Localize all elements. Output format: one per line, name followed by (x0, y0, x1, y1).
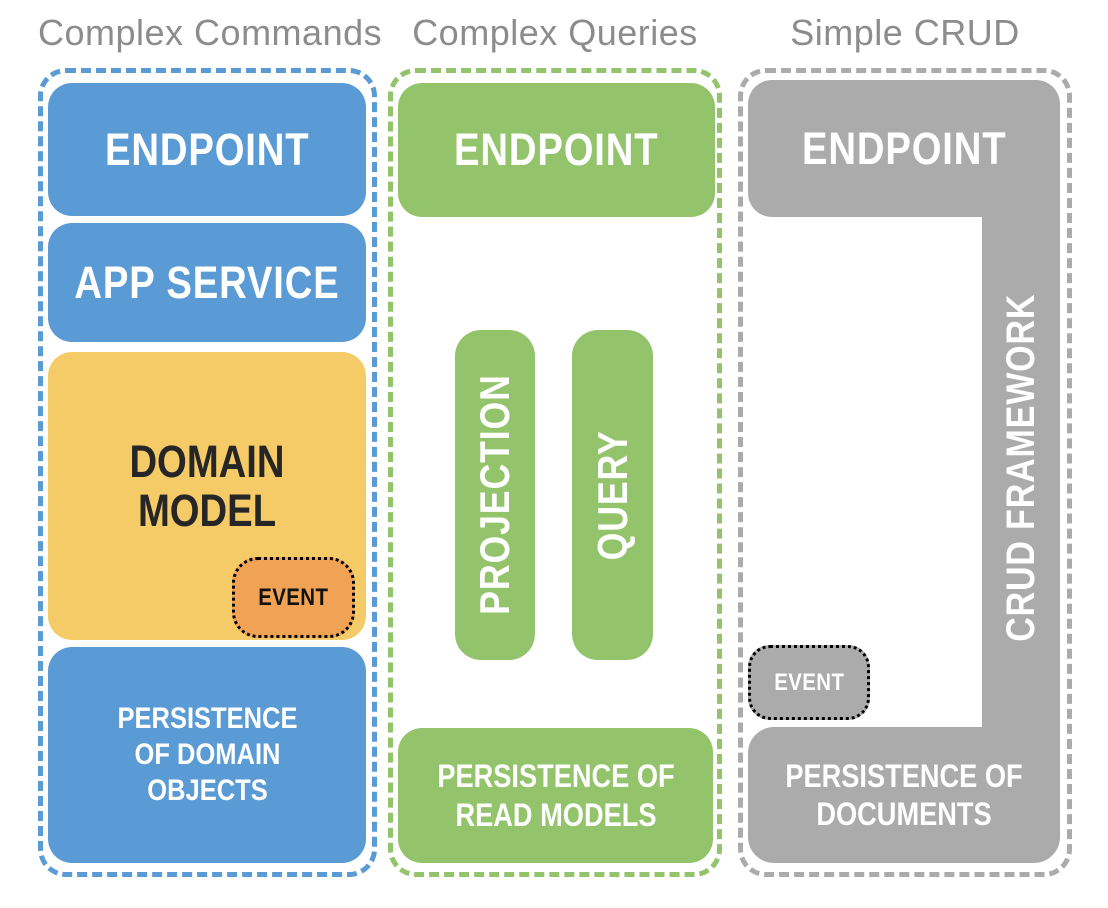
projection-label: PROJECTION (471, 374, 518, 616)
crud-framework-bar: CRUD FRAMEWORK (982, 173, 1060, 763)
domain-event-label: EVENT (258, 583, 329, 611)
persistence-domain-objects-label: PERSISTENCE OF DOMAIN OBJECTS (117, 702, 297, 807)
persistence-documents-box: PERSISTENCE OF DOCUMENTS (748, 727, 1060, 863)
column-title-simple-crud: Simple CRUD (790, 12, 1020, 53)
query-box: QUERY (572, 330, 653, 660)
simple-crud-container: CRUD FRAMEWORK ENDPOINT PERSISTENCE OF D… (738, 68, 1072, 877)
persistence-domain-objects-box: PERSISTENCE OF DOMAIN OBJECTS (48, 647, 366, 863)
persistence-documents-label: PERSISTENCE OF DOCUMENTS (785, 757, 1023, 832)
domain-model-label: DOMAIN MODEL (129, 436, 285, 536)
persistence-read-models-box: PERSISTENCE OF READ MODELS (398, 728, 713, 863)
crud-event-badge: EVENT (748, 645, 870, 720)
crud-framework-label: CRUD FRAMEWORK (998, 293, 1043, 643)
persistence-read-models-label: PERSISTENCE OF READ MODELS (436, 758, 675, 833)
column-title-complex-queries: Complex Queries (412, 12, 698, 53)
complex-commands-container: ENDPOINT APP SERVICE DOMAIN MODEL EVENT … (38, 68, 377, 877)
commands-endpoint-label: ENDPOINT (104, 123, 310, 175)
queries-endpoint-box: ENDPOINT (398, 83, 715, 217)
crud-event-label: EVENT (773, 668, 845, 696)
crud-endpoint-box: ENDPOINT (748, 80, 1060, 217)
query-label: QUERY (588, 430, 636, 560)
projection-box: PROJECTION (455, 330, 535, 660)
column-title-complex-commands: Complex Commands (38, 12, 383, 53)
crud-endpoint-label: ENDPOINT (801, 122, 1007, 174)
domain-event-badge: EVENT (232, 557, 355, 638)
app-service-box: APP SERVICE (48, 223, 366, 342)
commands-endpoint-box: ENDPOINT (48, 83, 366, 216)
complex-queries-container: ENDPOINT PROJECTION QUERY PERSISTENCE OF… (388, 68, 722, 877)
queries-endpoint-label: ENDPOINT (454, 124, 659, 175)
app-service-label: APP SERVICE (74, 256, 340, 308)
domain-model-box: DOMAIN MODEL (48, 352, 366, 640)
